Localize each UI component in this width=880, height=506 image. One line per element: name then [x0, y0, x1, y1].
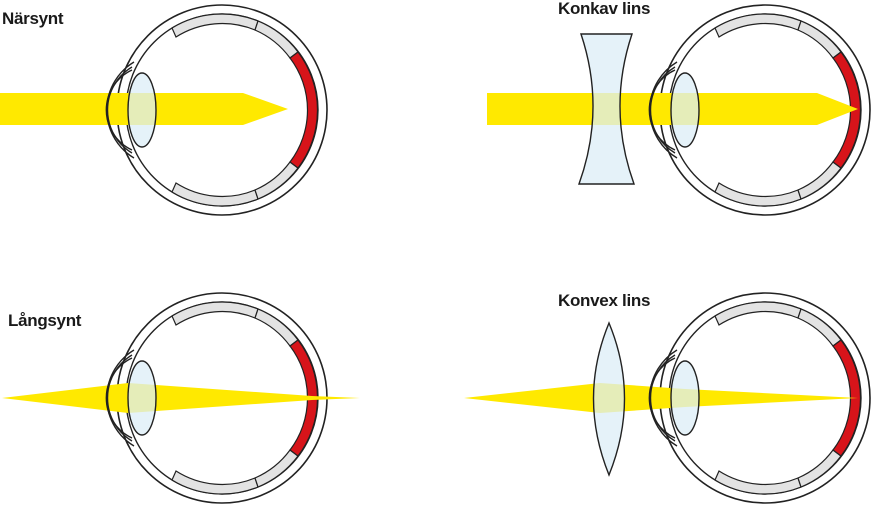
- convex-lens-label: Konvex lins: [558, 291, 650, 310]
- hyperopia-light-beam: [2, 383, 360, 413]
- convex-corrected-light-beam: [464, 383, 858, 413]
- myopia-label: Närsynt: [2, 9, 64, 28]
- convex-lens: [592, 321, 626, 477]
- concave-lens: [578, 33, 635, 185]
- hyperopia-label: Långsynt: [8, 311, 82, 330]
- concave-lens-label: Konkav lins: [558, 0, 650, 18]
